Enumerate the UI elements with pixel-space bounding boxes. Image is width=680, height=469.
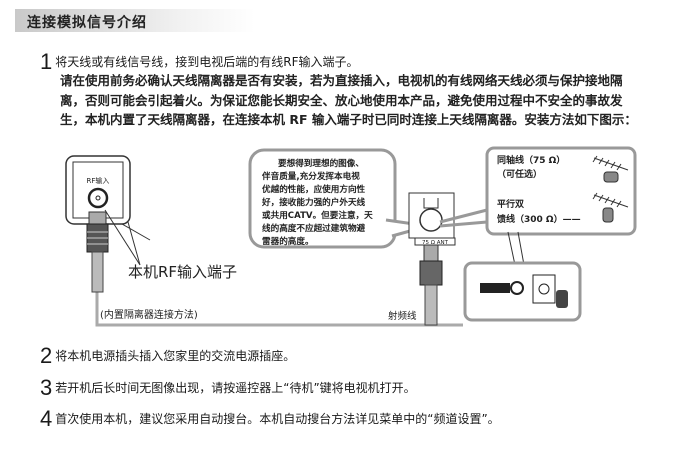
- svg-text:雷器的高度。: 雷器的高度。: [262, 235, 314, 247]
- antenna-icon: [592, 192, 629, 223]
- svg-text:或共用CATV。但要注意，天: 或共用CATV。但要注意，天: [262, 209, 373, 221]
- svg-text:（可任选）: （可任选）: [497, 168, 542, 180]
- step-text: 若开机后长时间无图像出现，请按遥控器上“待机”键将电视机打开。: [55, 381, 416, 395]
- method-label: (内置隔离器连接方法): [100, 308, 198, 321]
- rf-input-label: RF输入: [87, 176, 110, 185]
- balun-adapter-icon: [532, 274, 556, 304]
- step-number: 3: [40, 375, 53, 400]
- svg-text:同轴线（75 Ω）: 同轴线（75 Ω）: [497, 154, 565, 166]
- step-number: 1: [40, 49, 53, 74]
- svg-text:平行双: 平行双: [497, 198, 524, 210]
- rf-cable-plug-icon: [419, 260, 443, 286]
- step-text: 将天线或有线信号线，接到电视后端的有线RF输入端子。: [55, 55, 359, 69]
- antenna-icon: [592, 155, 629, 183]
- svg-text:线的高度不应超过建筑物避: 线的高度不应超过建筑物避: [262, 222, 366, 234]
- antenna-options-box: [485, 146, 637, 236]
- section-title-bar: 连接模拟信号介绍: [15, 9, 255, 32]
- coax-plug-icon: [480, 283, 510, 293]
- step-number: 2: [40, 343, 53, 368]
- rf-jack-icon: [87, 187, 109, 209]
- section-title: 连接模拟信号介绍: [27, 15, 147, 31]
- info-bubble: [248, 148, 397, 249]
- step-number: 4: [40, 406, 53, 431]
- step-text: 首次使用本机，建议您采用自动搜台。本机自动搜台方法详见菜单中的“频道设置”。: [55, 412, 500, 426]
- cable-label: 射频线: [388, 310, 417, 322]
- warning-paragraph: 请在使用前务必确认天线隔离器是否有安装，若为直接插入，电视机的有线网络天线必须与…: [60, 73, 637, 127]
- terminal-label: 本机RF输入端子: [128, 263, 237, 281]
- step-text: 将本机电源插头插入您家里的交流电源插座。: [55, 349, 296, 363]
- svg-text:好，接收能力强的户外天线: 好，接收能力强的户外天线: [261, 196, 366, 208]
- svg-text:伴音质量,充分发挥本电视: 伴音质量,充分发挥本电视: [261, 170, 360, 182]
- svg-text:馈线（300 Ω）——: 馈线（300 Ω）——: [497, 213, 581, 225]
- plate-label: 75 Ω ANT: [422, 240, 449, 246]
- svg-text:要想得到理想的图像、: 要想得到理想的图像、: [278, 157, 364, 169]
- svg-text:优越的性能，应使用方向性: 优越的性能，应使用方向性: [262, 183, 366, 195]
